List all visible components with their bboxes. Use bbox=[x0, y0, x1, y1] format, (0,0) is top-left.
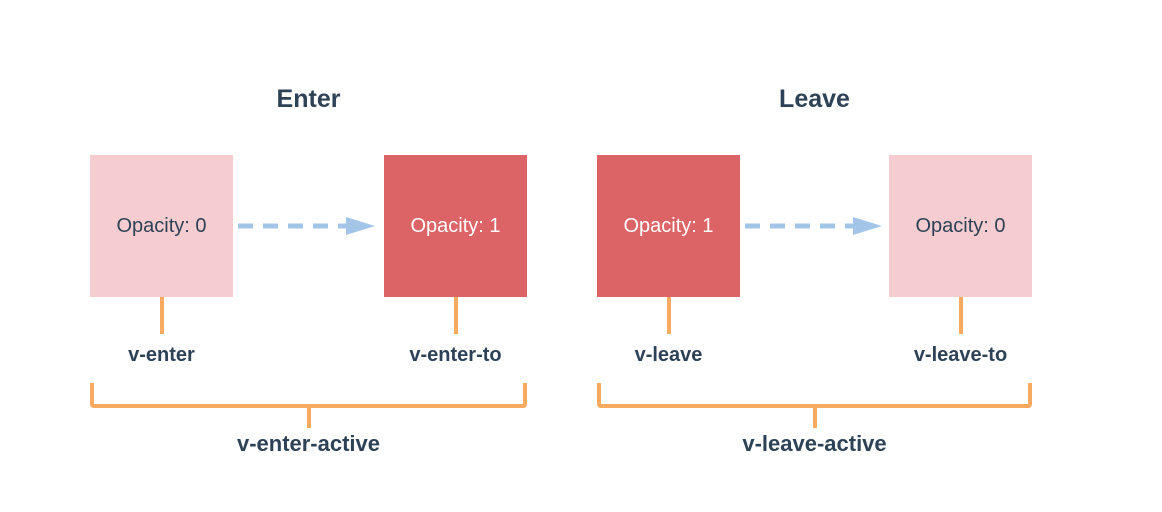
opacity-value: Opacity: 1 bbox=[410, 215, 501, 237]
connector-line bbox=[453, 297, 458, 334]
transition-arrow bbox=[745, 217, 882, 235]
connector-line bbox=[666, 297, 671, 334]
state-box-end: Opacity: 0 bbox=[889, 155, 1032, 297]
enter-end-column: Opacity: 1 v-enter-to bbox=[384, 155, 527, 367]
active-duration-bracket bbox=[597, 383, 1032, 408]
opacity-value: Opacity: 0 bbox=[116, 215, 207, 237]
connector-line bbox=[159, 297, 164, 334]
state-box-start: Opacity: 1 bbox=[597, 155, 740, 297]
connector-line bbox=[958, 297, 963, 334]
transition-class-label: v-leave bbox=[634, 344, 703, 366]
bracket-center-tick bbox=[812, 408, 817, 428]
phase-title: Leave bbox=[779, 85, 850, 113]
state-box-start: Opacity: 0 bbox=[90, 155, 233, 297]
enter-boxes-row: Opacity: 0 v-enter Opacity: 1 v-enter-to bbox=[90, 155, 527, 367]
transition-arrow bbox=[238, 217, 375, 235]
transition-class-label: v-enter bbox=[128, 344, 195, 366]
transition-class-label: v-enter-to bbox=[409, 344, 502, 366]
leave-boxes-row: Opacity: 1 v-leave Opacity: 0 v-leave-to bbox=[597, 155, 1032, 367]
active-class-label: v-leave-active bbox=[742, 431, 887, 456]
enter-start-column: Opacity: 0 v-enter bbox=[90, 155, 233, 367]
bracket-center-tick bbox=[306, 408, 311, 428]
phase-title: Enter bbox=[276, 85, 341, 113]
opacity-value: Opacity: 0 bbox=[915, 215, 1006, 237]
leave-start-column: Opacity: 1 v-leave bbox=[597, 155, 740, 367]
opacity-value: Opacity: 1 bbox=[623, 215, 714, 237]
enter-phase-panel: Enter Opacity: 0 v-enter Opacity: 1 v-en… bbox=[90, 84, 527, 457]
arrowhead-icon bbox=[346, 217, 375, 235]
active-duration-bracket bbox=[90, 383, 527, 408]
active-class-label: v-enter-active bbox=[236, 431, 381, 456]
leave-phase-panel: Leave Opacity: 1 v-leave Opacity: 0 v-le… bbox=[597, 84, 1032, 457]
transition-class-label: v-leave-to bbox=[913, 344, 1008, 366]
leave-end-column: Opacity: 0 v-leave-to bbox=[889, 155, 1032, 367]
state-box-end: Opacity: 1 bbox=[384, 155, 527, 297]
arrowhead-icon bbox=[853, 217, 882, 235]
